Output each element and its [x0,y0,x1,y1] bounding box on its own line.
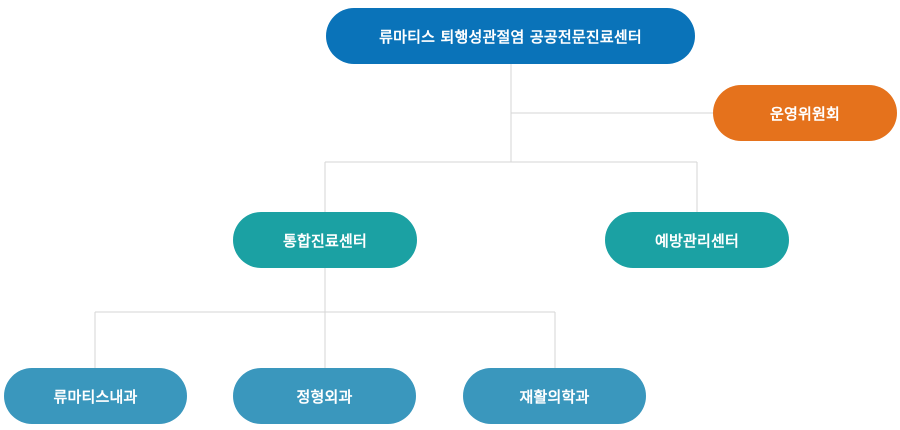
node-public-specialty-center: 류마티스 퇴행성관절염 공공전문진료센터 [326,8,695,64]
node-rheumatology-department: 류마티스내과 [4,368,187,424]
node-rehabilitation-department: 재활의학과 [463,368,646,424]
node-orthopedics-department: 정형외과 [233,368,416,424]
node-prevention-management-center: 예방관리센터 [605,212,789,268]
node-integrated-care-center: 통합진료센터 [233,212,417,268]
node-steering-committee: 운영위원회 [713,85,897,141]
